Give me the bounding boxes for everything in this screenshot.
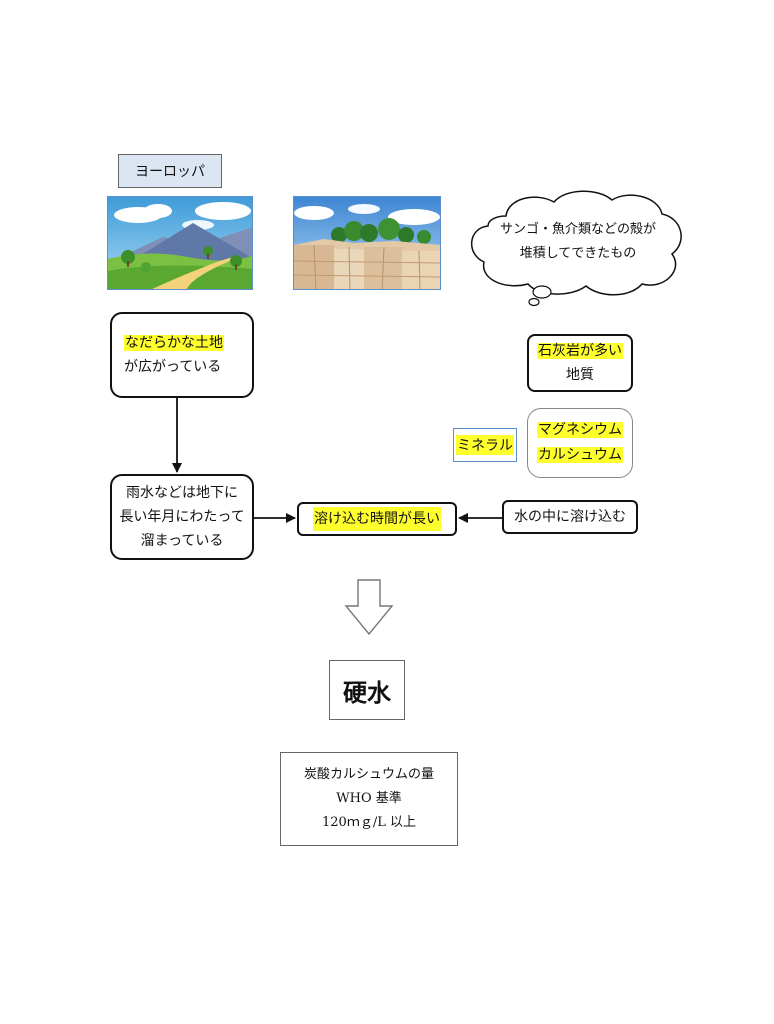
mineral-label: ミネラル: [453, 428, 517, 462]
cloud-note: サンゴ・魚介類などの殻が 堆積してできたもの: [488, 218, 668, 266]
rain-box: 雨水などは地下に 長い年月にわたって 溜まっている: [110, 474, 254, 560]
cloud-note-line-2: 堆積してできたもの: [519, 246, 637, 261]
dissolve-time-box: 溶け込む時間が長い: [297, 502, 457, 536]
mineral-magnesium: マグネシウム: [537, 422, 623, 438]
info-line-2: WHO 基準: [336, 791, 402, 806]
region-label-text: ヨーロッパ: [135, 164, 205, 180]
result-box: 硬水: [329, 660, 405, 720]
land-box-highlight: なだらかな土地: [124, 335, 224, 351]
land-box-rest: が広がっている: [124, 359, 222, 375]
region-label: ヨーロッパ: [118, 154, 222, 188]
water-dissolve-text: 水の中に溶け込む: [514, 509, 626, 525]
info-box: 炭酸カルシュウムの量 WHO 基準 120ｍｇ/L 以上: [280, 752, 458, 846]
landscape-illustration: [107, 196, 253, 290]
limestone-box-highlight: 石灰岩が多い: [537, 343, 623, 359]
mineral-calcium: カルシュウム: [537, 447, 623, 463]
dissolve-time-text: 溶け込む時間が長い: [313, 507, 441, 531]
info-line-1: 炭酸カルシュウムの量: [303, 767, 434, 782]
rain-box-line-1: 雨水などは地下に: [126, 485, 238, 501]
limestone-box: 石灰岩が多い 地質: [527, 334, 633, 392]
down-arrow-icon: [344, 579, 394, 636]
mineral-label-text: ミネラル: [456, 435, 514, 455]
minerals-box: マグネシウム カルシュウム: [527, 408, 633, 478]
limestone-quarry-photo: [293, 196, 441, 290]
rain-box-line-3: 溜まっている: [140, 533, 224, 549]
limestone-box-rest: 地質: [566, 367, 594, 383]
info-line-3: 120ｍｇ/L 以上: [322, 815, 416, 830]
result-text: 硬水: [343, 677, 391, 707]
rain-box-line-2: 長い年月にわたって: [119, 509, 245, 525]
land-box: なだらかな土地 が広がっている: [110, 312, 254, 398]
cloud-note-line-1: サンゴ・魚介類などの殻が: [499, 222, 656, 237]
thought-cloud: [466, 186, 690, 310]
water-dissolve-box: 水の中に溶け込む: [502, 500, 638, 534]
